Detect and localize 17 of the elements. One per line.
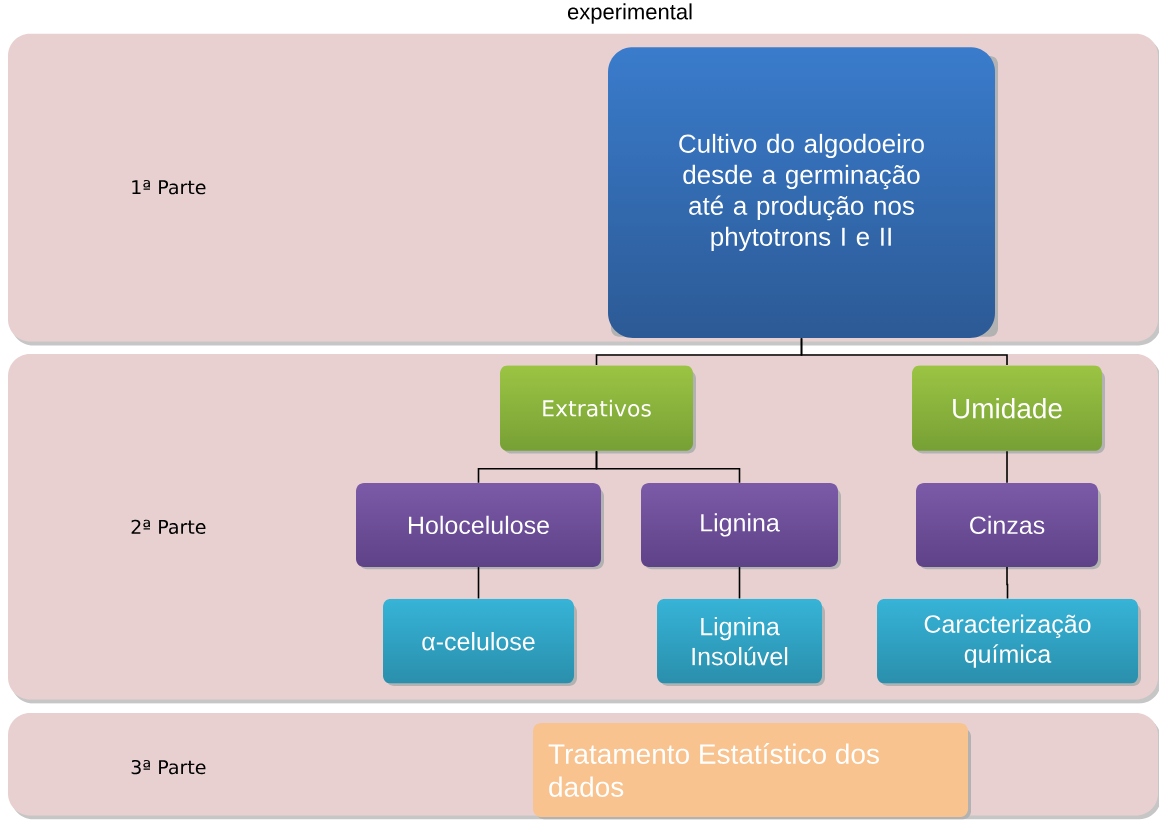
process-box: Lignina Insolúvel [657, 598, 825, 687]
process-box: Tratamento Estatístico dos dados [533, 723, 971, 820]
connector-line [738, 566, 741, 600]
process-box: Caracterização química [877, 598, 1141, 687]
process-box: Umidade [912, 365, 1105, 454]
process-box: Extrativos [500, 365, 696, 454]
process-box: Holocelulose [356, 482, 604, 570]
process-box: α-celulose [383, 598, 577, 687]
connector-line [1006, 566, 1009, 600]
connector-line [800, 337, 1008, 366]
title: experimental [567, 3, 692, 24]
process-box: Cultivo do algodoeiro desde a germinação até a produção nos phytotrons I e II [608, 47, 998, 338]
connector-line [595, 450, 741, 484]
process-box: Lignina [641, 482, 841, 570]
connector-line [1006, 450, 1008, 484]
process-box: Cinzas [916, 482, 1101, 570]
connector-line [477, 566, 480, 600]
